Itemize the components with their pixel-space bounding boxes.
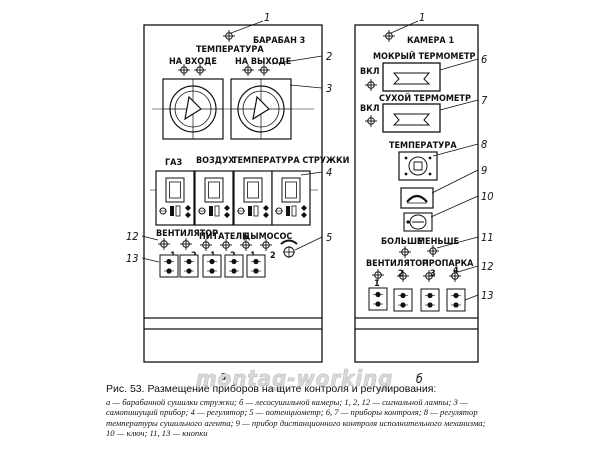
outlet-label: НА ВЫХОДЕ: [235, 57, 291, 67]
gas-label: ГАЗ: [165, 158, 182, 168]
more-label: БОЛЬШЕ: [381, 237, 422, 247]
watermark: montag-working: [196, 367, 393, 392]
key-switch-icon[interactable]: [403, 212, 433, 232]
regulator-icon: [233, 170, 273, 226]
callout-label: 7: [481, 94, 488, 107]
remote-position-indicator-icon: [400, 187, 434, 209]
dry-thermometer-label: СУХОЙ ТЕРМОМЕТР: [379, 92, 471, 104]
on-label-2: ВКЛ: [360, 104, 380, 114]
wet-thermometer-label: МОКРЫЙ ТЕРМОМЕТР: [373, 50, 476, 62]
air-label: ВОЗДУХ: [196, 156, 235, 166]
potentiometer-icon: [280, 239, 298, 258]
wet-thermometer-gauge: [382, 62, 441, 92]
push-button[interactable]: [420, 288, 440, 312]
push-button[interactable]: [159, 254, 179, 278]
callout-label: 6: [481, 53, 487, 66]
button-number: 2: [270, 251, 276, 261]
feeder-label: ПИТАТЕЛЬ: [199, 232, 248, 242]
regulator-icon: [271, 170, 311, 226]
on-label-1: ВКЛ: [360, 67, 380, 77]
callout-label: 12: [126, 230, 139, 243]
push-button[interactable]: [393, 288, 413, 312]
panel-a: БАРАБАН 3 ТЕМПЕРАТУРА НА ВХОДЕ НА ВЫХОДЕ…: [143, 24, 350, 383]
callout-label: 8: [481, 138, 487, 151]
caption-line: 10 — ключ; 11, 13 — кнопки: [106, 428, 208, 439]
caption-line: а — барабанной сушилки стружки; б — лесо…: [106, 397, 468, 407]
dry-thermometer-gauge: [382, 103, 441, 133]
temperature-label-b: ТЕМПЕРАТУРА: [389, 141, 457, 151]
caption-line: температуры сушильного агента; 9 — прибо…: [106, 417, 486, 428]
panel-b-title: КАМЕРА 1: [407, 36, 454, 46]
caption-title: Рис. 53. Размещение приборов на щите кон…: [106, 383, 437, 395]
button-number: 4: [453, 266, 459, 276]
callout-numbers: 1 2 3 4 5 12 13 1 6 7 8 9 10 11 12 13: [126, 11, 494, 302]
chip-temperature-label: ТЕМПЕРАТУРА СТРУЖКИ: [232, 156, 350, 166]
exhaust-label: ДЫМОСОС: [243, 232, 292, 242]
push-button[interactable]: [368, 287, 388, 311]
fan-label: ВЕНТИЛЯТОР: [156, 229, 218, 239]
regulator-icon: [194, 170, 234, 226]
callout-label: 9: [481, 164, 487, 177]
push-button[interactable]: [246, 254, 266, 278]
push-button[interactable]: [446, 288, 466, 312]
callout-label: 3: [326, 82, 332, 95]
button-number: 2: [398, 269, 404, 279]
recorder-dial-icon: [230, 78, 292, 140]
callouts: [141, 20, 479, 301]
recorder-dial-icon: [162, 78, 224, 140]
steam-label: ПРОПАРКА: [422, 259, 474, 269]
callout-label: 13: [481, 289, 494, 302]
callout-label: 2: [326, 50, 332, 63]
panel-b: КАМЕРА 1 МОКРЫЙ ТЕРМОМЕТР ВКЛ СУХОЙ ТЕРМ…: [354, 24, 479, 386]
push-button[interactable]: [202, 254, 222, 278]
callout-label: 1: [419, 11, 425, 24]
callout-label: 11: [481, 231, 494, 244]
caption-line: самопишущий прибор; 4 — регулятор; 5 — п…: [106, 407, 478, 418]
callout-label: 12: [481, 260, 494, 273]
less-label: МЕНЬШЕ: [417, 237, 459, 247]
regulator-icon: [155, 170, 195, 226]
button-number: 1: [374, 279, 380, 289]
callout-label: 10: [481, 190, 494, 203]
inlet-label: НА ВХОДЕ: [169, 57, 217, 67]
figure-caption: Рис. 53. Размещение приборов на щите кон…: [106, 383, 606, 439]
temperature-regulator-icon: [398, 151, 438, 181]
push-button[interactable]: [224, 254, 244, 278]
callout-label: 4: [326, 166, 332, 179]
temperature-label: ТЕМПЕРАТУРА: [196, 45, 264, 55]
button-number: 3: [430, 269, 436, 279]
panel-a-sublabel: а: [220, 369, 227, 383]
callout-label: 1: [264, 11, 270, 24]
panel-a-title: БАРАБАН 3: [253, 36, 305, 46]
push-button[interactable]: [179, 254, 199, 278]
callout-label: 13: [126, 252, 139, 265]
callout-label: 5: [326, 231, 332, 244]
panel-b-sublabel: б: [416, 372, 423, 386]
fan-label-b: ВЕНТИЛЯТОР: [366, 259, 428, 269]
